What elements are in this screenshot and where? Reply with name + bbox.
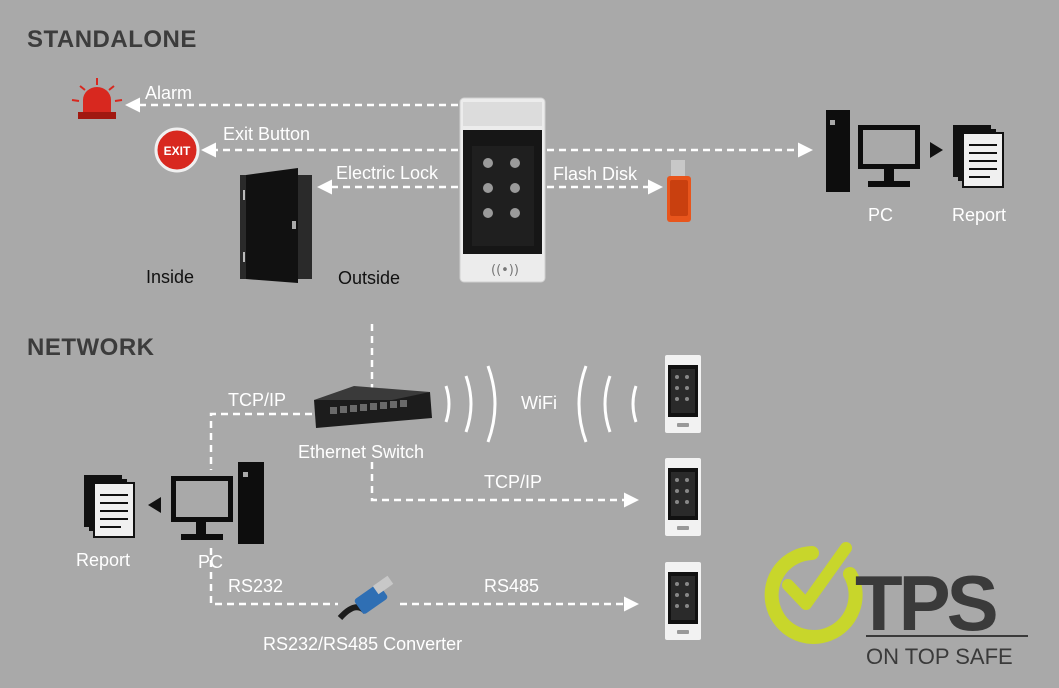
electric-lock-label: Electric Lock — [336, 163, 439, 183]
report-icon — [953, 125, 1004, 188]
flash-disk-icon — [667, 160, 691, 222]
switch-to-pc-connector — [209, 412, 312, 470]
wifi-label: WiFi — [521, 393, 557, 413]
network-report-label: Report — [76, 550, 130, 570]
rs232-label: RS232 — [228, 576, 283, 596]
network-terminal-tcpip — [665, 458, 701, 536]
wifi-signal-icon — [444, 365, 638, 443]
exit-button-label: Exit Button — [223, 124, 310, 144]
converter-cable-icon — [337, 575, 394, 621]
exit-sign-text: EXIT — [164, 144, 191, 158]
rs485-label: RS485 — [484, 576, 539, 596]
ethernet-switch-icon — [314, 386, 432, 428]
pc-icon — [826, 110, 920, 192]
network-terminal-wifi — [665, 355, 701, 433]
face-terminal-device: ((•)) — [459, 97, 546, 283]
pc-label: PC — [868, 205, 893, 225]
switch-to-device-connector — [370, 462, 639, 508]
network-report-icon — [84, 475, 135, 538]
section-title-standalone: STANDALONE — [27, 26, 197, 53]
alarm-icon — [71, 78, 123, 119]
section-title-network: NETWORK — [27, 334, 155, 361]
pc-to-converter-connector — [209, 548, 338, 606]
exit-button-icon: EXIT — [154, 127, 200, 173]
network-terminal-rs485 — [665, 562, 701, 640]
outside-label: Outside — [338, 268, 400, 288]
ethernet-switch-label: Ethernet Switch — [298, 442, 424, 462]
tps-logo: TPS ON TOP SAFE — [764, 542, 1028, 669]
report-label: Report — [952, 205, 1006, 225]
alarm-label: Alarm — [145, 83, 192, 103]
tcpip-device-label: TCP/IP — [484, 472, 542, 492]
inside-label: Inside — [146, 267, 194, 287]
door-icon — [240, 168, 312, 283]
logo-letters: TPS — [855, 559, 996, 647]
flash-disk-label: Flash Disk — [553, 164, 638, 184]
converter-label: RS232/RS485 Converter — [263, 634, 462, 654]
network-pc-icon — [171, 462, 264, 544]
logo-tagline: ON TOP SAFE — [866, 644, 1013, 669]
pc-to-network-report-arrow — [148, 497, 161, 513]
tcpip-pc-label: TCP/IP — [228, 390, 286, 410]
nfc-icon: ((•)) — [491, 263, 519, 278]
pc-to-report-arrow — [930, 142, 943, 158]
